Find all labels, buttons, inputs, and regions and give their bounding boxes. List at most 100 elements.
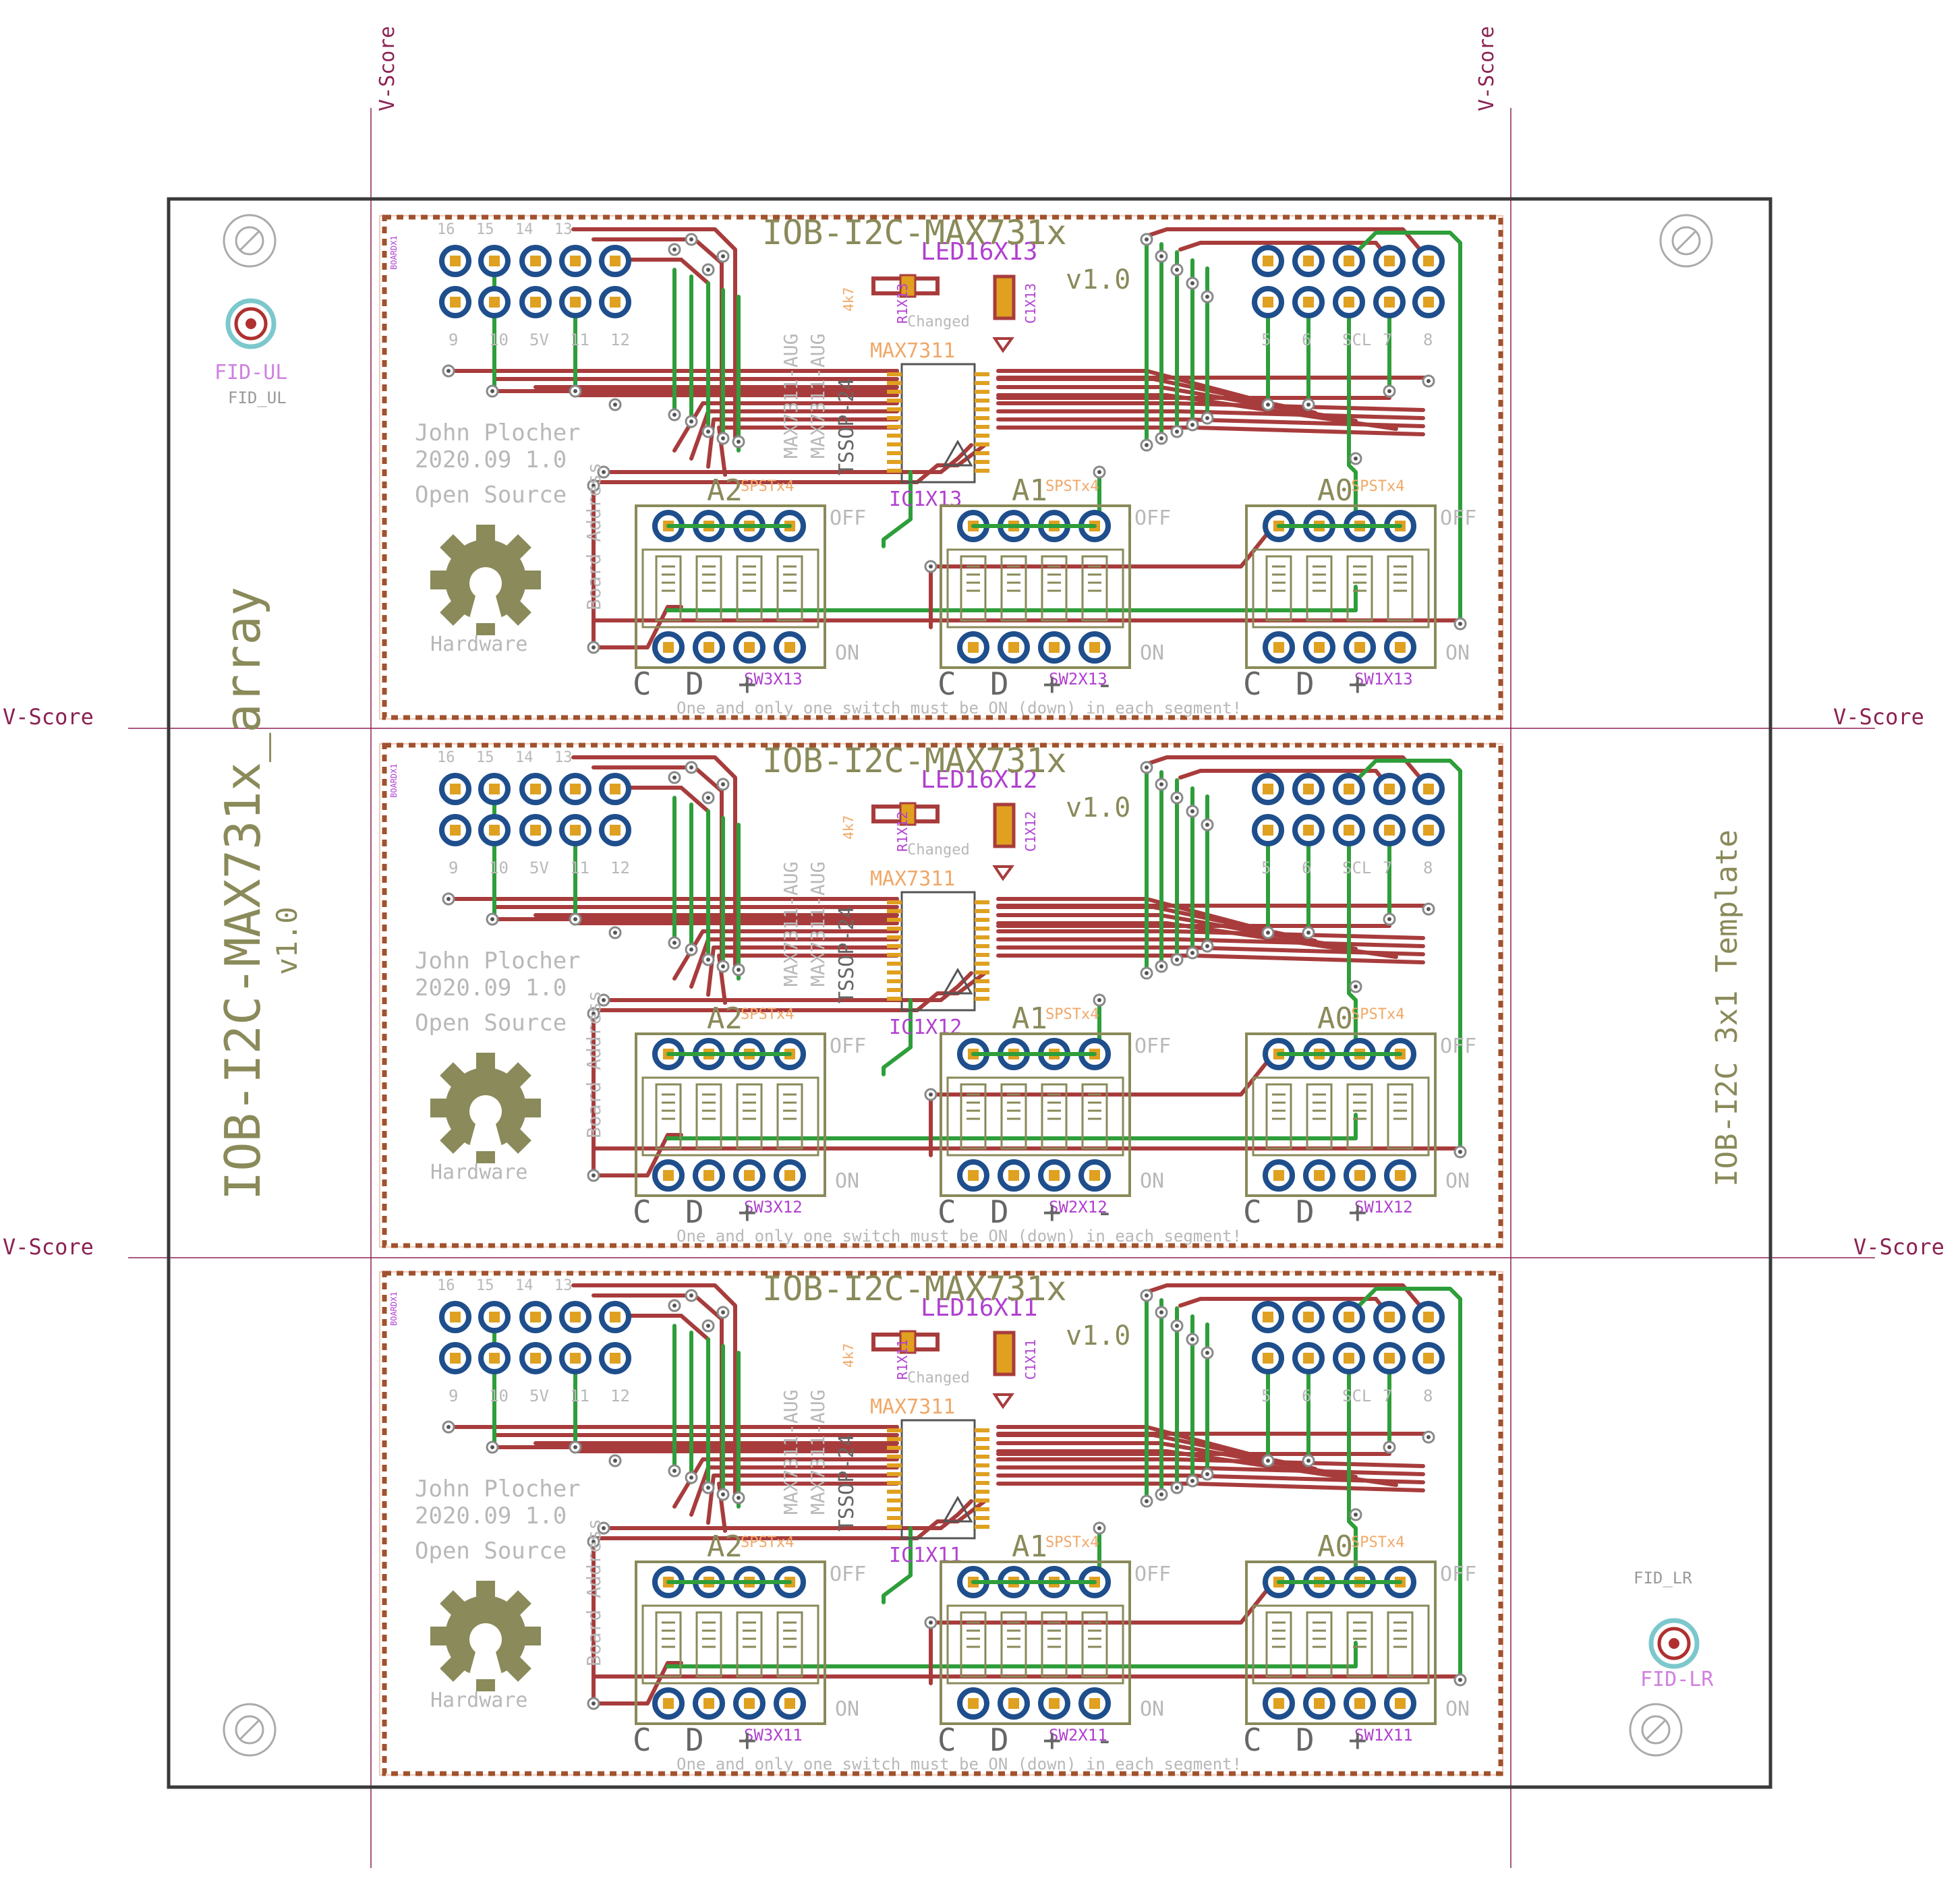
- author-label: John Plocher: [415, 1476, 581, 1503]
- vscore-label-left-lower: V-Score: [3, 1234, 94, 1260]
- gear-notch: [468, 1650, 503, 1679]
- switch-off-label: OFF: [1134, 506, 1171, 530]
- ic-value-label: MAX7311: [870, 1395, 955, 1419]
- pad-center: [1354, 642, 1365, 653]
- header-pin-label: SCL: [1342, 858, 1371, 877]
- via-drill: [1190, 951, 1194, 955]
- switch-lever: [655, 1611, 682, 1678]
- switch-address-label: A0: [1317, 1001, 1353, 1036]
- pad-center: [1263, 297, 1273, 308]
- switch-body: [641, 1076, 819, 1157]
- ic-pin: [887, 909, 902, 913]
- ic-body: [900, 363, 976, 484]
- footer-note: One and only one switch must be ON (down…: [676, 1227, 1242, 1246]
- aug-label: MAX7311-AUG: [780, 334, 802, 459]
- header-pin-label: 8: [1423, 1387, 1433, 1405]
- trace: [672, 1457, 899, 1509]
- switch-pin-label: -: [1095, 666, 1114, 702]
- switch-footprint-label: SPSTx4: [1351, 1534, 1404, 1551]
- board-title: IOB-I2C-MAX731x: [762, 213, 1067, 252]
- ic-pin: [887, 997, 902, 1001]
- switch-on-label: ON: [1445, 641, 1470, 665]
- trace: [996, 401, 1425, 412]
- switch-name-label: SW3X12: [744, 1198, 803, 1217]
- switch-pin-label: -: [1095, 1722, 1114, 1758]
- switch-outline: [635, 1561, 826, 1725]
- header-pin-label: 10: [489, 1387, 509, 1405]
- via-drill: [1097, 998, 1101, 1002]
- ic-pin: [887, 953, 902, 957]
- pad-center: [1008, 1170, 1019, 1181]
- pad-center: [1263, 1312, 1273, 1322]
- resistor-value-label: 4k7: [840, 1343, 857, 1368]
- switch-lever: [1306, 1083, 1333, 1150]
- switch-address-label: A2: [707, 1529, 743, 1564]
- resistor-pad: [899, 802, 917, 826]
- via-drill: [672, 247, 676, 252]
- header-pin-label: 14: [515, 1277, 534, 1294]
- via-drill: [672, 413, 676, 417]
- gear-tooth: [440, 1590, 466, 1616]
- pad-center: [703, 642, 714, 653]
- switch-pin-label: +: [1348, 666, 1367, 702]
- board-version-label: v1.0: [1066, 792, 1130, 823]
- switch-pin-label: D: [685, 1194, 704, 1230]
- via-drill: [1159, 782, 1163, 786]
- via-drill: [929, 1621, 933, 1625]
- via-drill: [1354, 457, 1358, 461]
- oshw-gear-icon: [430, 1053, 541, 1163]
- dip-switch: [940, 1561, 1131, 1725]
- gear-tooth: [440, 1656, 466, 1682]
- switch-lever: [736, 1083, 763, 1150]
- ic-value-label: MAX7311: [870, 339, 955, 363]
- board-outline: [382, 214, 1503, 720]
- trace: [996, 409, 1425, 420]
- via-drill: [929, 1092, 933, 1097]
- mount-holes: [223, 214, 1713, 1757]
- panel-outline: [167, 197, 1772, 1789]
- switch-lever: [1346, 555, 1373, 622]
- board-title: IOB-I2C-MAX731x: [762, 741, 1067, 780]
- ic-pin: [975, 407, 989, 411]
- switch-pin-label: C: [1243, 1194, 1262, 1230]
- switch-lever: [1000, 1083, 1027, 1150]
- pad-center: [489, 1312, 500, 1322]
- pad-center: [1303, 1353, 1314, 1364]
- switch-outline: [635, 504, 826, 669]
- ic-pin: [975, 979, 989, 983]
- trace: [571, 1283, 737, 1496]
- via-drill: [602, 998, 606, 1002]
- via-drill: [1266, 403, 1270, 407]
- header-pin-label: 7: [1383, 858, 1392, 877]
- header-pin-label: 10: [489, 330, 509, 349]
- switch-off-label: OFF: [1440, 506, 1476, 530]
- switch-lever: [776, 1083, 803, 1150]
- header-pin-label: 15: [476, 221, 494, 238]
- trace: [882, 470, 913, 548]
- aug-label: MAX7311-AUG: [780, 1390, 802, 1515]
- switch-lever: [776, 1611, 803, 1678]
- pad-center: [1384, 784, 1395, 794]
- pad-center: [489, 1353, 500, 1364]
- switch-pin-label: D: [1296, 1722, 1315, 1758]
- dip-switch: [1245, 1032, 1437, 1197]
- ic-pin: [975, 442, 989, 446]
- via-drill: [1205, 1472, 1209, 1476]
- date-rev-label: 2020.09 1.0: [415, 974, 567, 1001]
- aug-label: MAX7311-AUG: [780, 862, 802, 987]
- hardware-label: Hardware: [430, 1161, 528, 1184]
- switch-pin-label: +: [738, 666, 757, 702]
- switch-lever: [736, 1611, 763, 1678]
- resistor-value-label: 4k7: [840, 287, 857, 312]
- ic-pin: [975, 927, 989, 931]
- switch-on-label: ON: [1445, 1697, 1470, 1721]
- ic-pin: [887, 442, 902, 446]
- pad-center: [1049, 642, 1060, 653]
- header-pin-label: 9: [449, 858, 458, 877]
- gear-tooth: [505, 1128, 531, 1154]
- ic-pin: [887, 469, 902, 473]
- pad-center: [703, 1170, 714, 1181]
- ic-pin: [887, 962, 902, 966]
- ic-pin: [887, 1481, 902, 1485]
- via-drill: [592, 1012, 596, 1016]
